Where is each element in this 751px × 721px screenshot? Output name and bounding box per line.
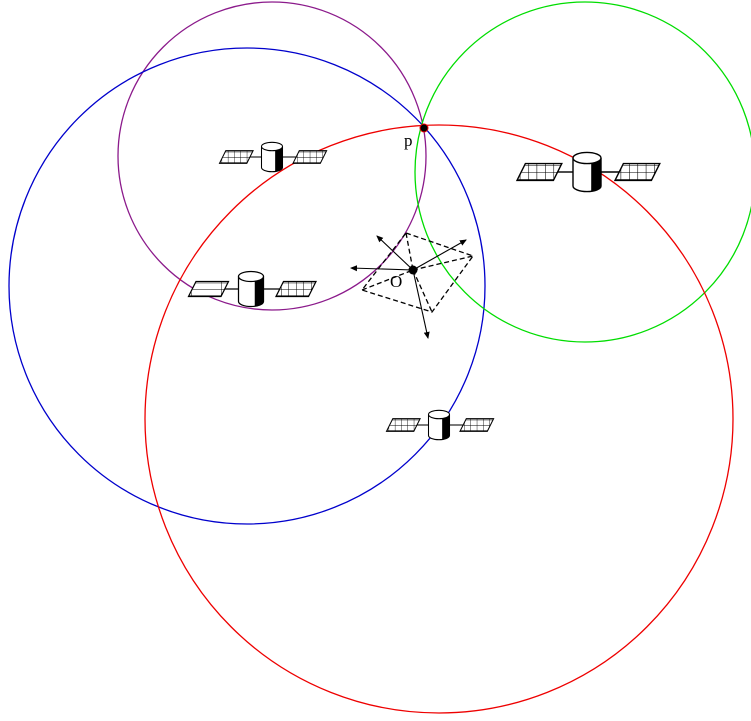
origin-label: O (390, 272, 402, 291)
blue-range-circle (8, 47, 486, 525)
green-range-circle (414, 1, 751, 343)
direction-arrows (350, 235, 467, 339)
intersection-point-p (419, 123, 429, 133)
red-range-circle (144, 124, 734, 714)
satellite-icon (187, 270, 317, 308)
origin-point (408, 265, 418, 275)
satellite-icon (385, 409, 495, 441)
satellite-icon (218, 141, 328, 173)
point-p-label: p (404, 131, 413, 150)
purple-range-circle (117, 1, 427, 311)
satellite-icon (516, 151, 661, 193)
dashed-frame (360, 232, 475, 313)
